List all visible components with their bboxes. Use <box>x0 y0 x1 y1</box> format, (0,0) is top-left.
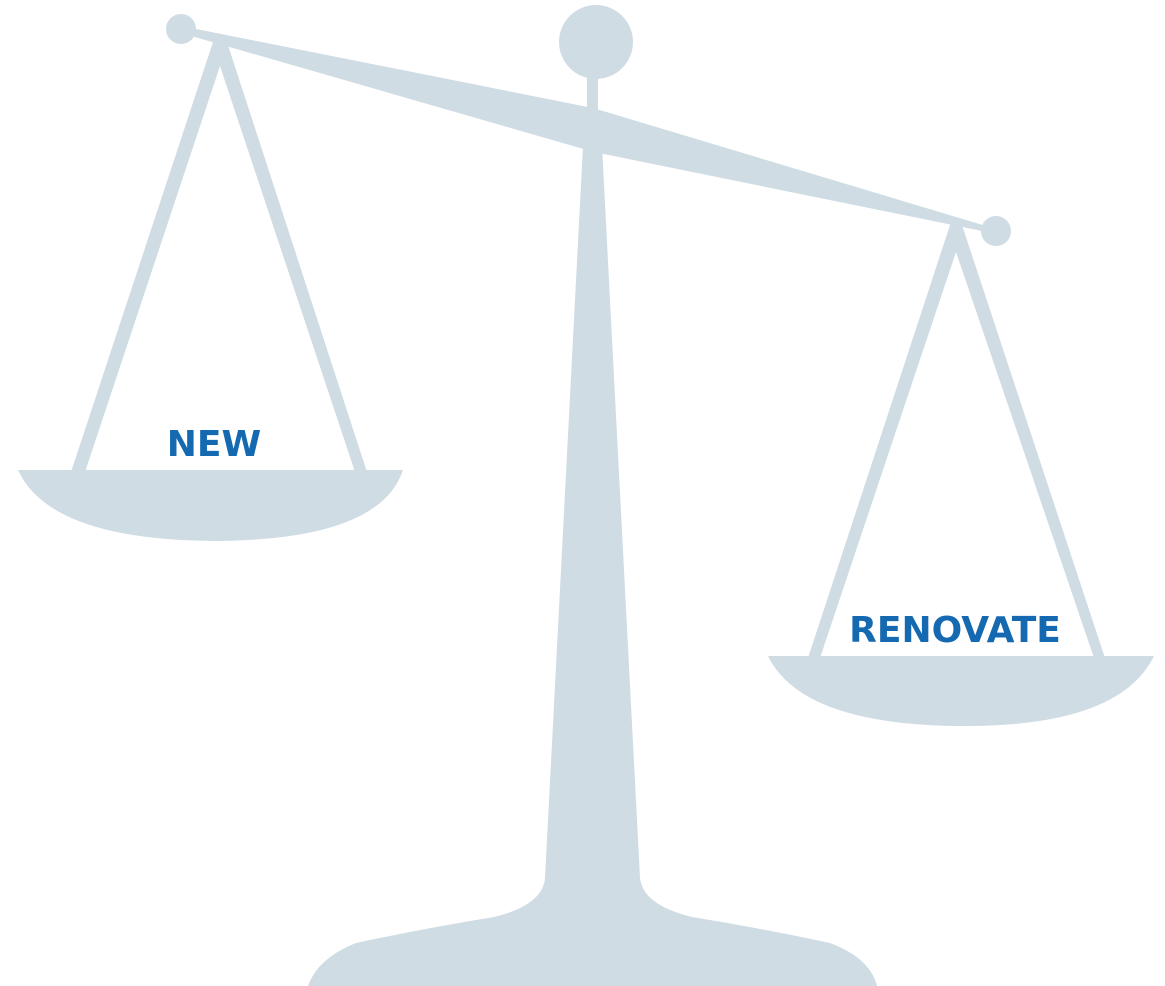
right-pan-label: RENOVATE <box>849 610 1061 651</box>
right-pan <box>768 656 1154 726</box>
left-pan-label: NEW <box>167 424 261 465</box>
balance-scale-icon <box>18 5 1154 986</box>
post-knob <box>559 5 633 79</box>
post-neck <box>587 70 598 112</box>
scale-post <box>308 146 877 986</box>
beam-left-end <box>166 14 196 44</box>
scale-beam <box>181 26 996 232</box>
beam-right-end <box>981 216 1011 246</box>
left-pan <box>18 470 403 541</box>
left-hanger <box>71 36 367 472</box>
right-hanger <box>808 222 1105 658</box>
